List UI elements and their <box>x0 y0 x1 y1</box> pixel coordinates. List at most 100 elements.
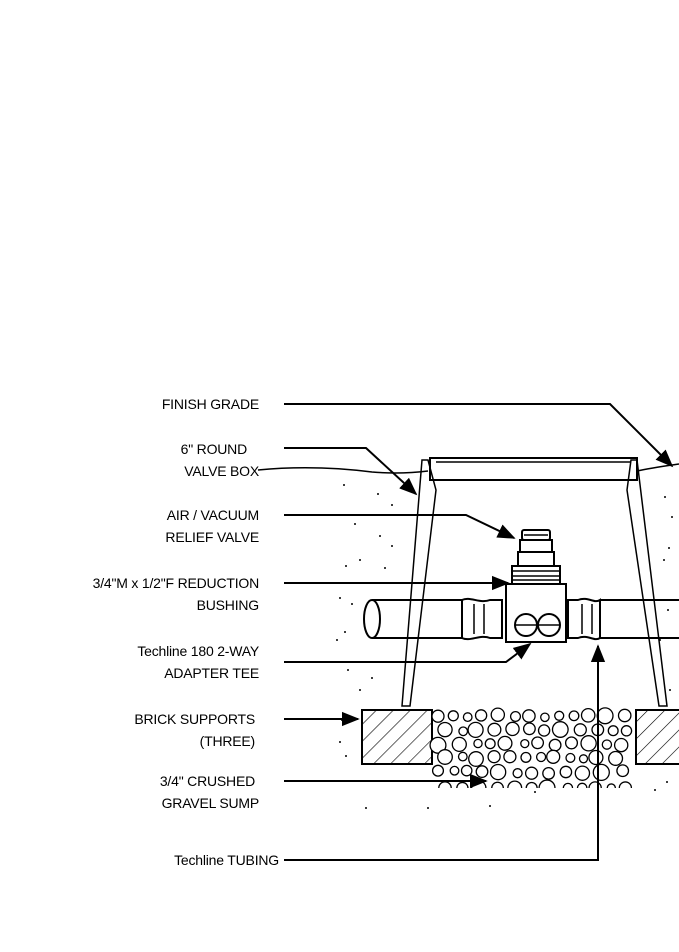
gravel-stone <box>592 763 610 782</box>
label-brick-line1: BRICK SUPPORTS <box>134 711 255 727</box>
gravel-stone <box>468 751 484 767</box>
gravel-stone <box>484 738 496 750</box>
label-gravel-line2: GRAVEL SUMP <box>162 795 259 811</box>
adapter-tee <box>505 583 567 643</box>
gravel-stone <box>489 763 507 781</box>
gravel-stone <box>497 735 513 751</box>
gravel-stone <box>548 738 562 752</box>
gravel-stone <box>620 725 633 737</box>
air-vacuum-relief-valve <box>517 529 555 567</box>
gravel-stone <box>618 781 633 789</box>
gravel-stone <box>438 781 452 789</box>
gravel-stone <box>617 708 632 723</box>
gravel-stone <box>505 721 520 737</box>
gravel-stone <box>474 709 488 722</box>
gravel-stone <box>568 710 580 722</box>
gravel-stone <box>606 783 617 789</box>
leader-tee <box>284 642 532 663</box>
techline-tubing <box>363 597 679 641</box>
gravel-stone <box>565 752 576 763</box>
label-tubing: Techline TUBING <box>174 852 279 868</box>
gravel-stone <box>487 722 502 737</box>
label-gravel-line1: 3/4" CRUSHED <box>160 773 255 789</box>
gravel-stone <box>540 712 550 723</box>
leader-relief-valve <box>284 514 516 539</box>
leader-lines <box>284 403 674 861</box>
leader-valve-box <box>284 447 418 496</box>
finish-grade-line <box>257 467 429 474</box>
label-brick-line2: (THREE) <box>200 733 255 749</box>
leader-tubing <box>284 644 606 861</box>
gravel-stone <box>490 707 506 722</box>
gravel-stone <box>456 781 469 789</box>
gravel-stone <box>564 736 579 750</box>
gravel-stone <box>613 737 629 753</box>
valve-box <box>401 457 668 707</box>
gravel-stone <box>578 754 589 764</box>
gravel-stone <box>524 766 539 780</box>
label-valve-box-line2: VALVE BOX <box>184 463 260 479</box>
gravel-stone <box>431 709 445 723</box>
gravel-stone <box>458 726 469 737</box>
gravel-stone <box>542 766 556 780</box>
gravel-stone <box>467 721 484 739</box>
gravel-stone <box>576 782 588 789</box>
gravel-stone <box>551 721 569 738</box>
label-bushing-line2: BUSHING <box>197 597 259 613</box>
gravel-stone <box>437 749 453 765</box>
gravel-stone <box>520 738 530 749</box>
gravel-stone <box>512 768 523 779</box>
gravel-stone <box>520 751 532 763</box>
gravel-stone <box>437 721 453 738</box>
gravel-stone <box>535 751 547 763</box>
reduction-bushing <box>511 565 561 585</box>
gravel-stone <box>554 710 565 721</box>
gravel-stone <box>457 751 468 762</box>
gravel-stone <box>522 722 536 736</box>
gravel-stone <box>601 739 613 750</box>
label-tee-line2: ADAPTER TEE <box>164 665 259 681</box>
gravel-stone <box>546 749 561 764</box>
gravel-stone <box>460 764 473 777</box>
gravel-stone <box>487 750 501 764</box>
gravel-stone <box>580 735 597 752</box>
label-tee-line1: Techline 180 2-WAY <box>137 643 260 659</box>
leader-finish-grade <box>284 403 674 468</box>
gravel-stone <box>596 707 614 725</box>
gravel-stone <box>507 780 523 789</box>
gravel-stone <box>475 765 489 779</box>
gravel-stone <box>491 781 504 789</box>
gravel-stone <box>574 765 591 781</box>
gravel-stone <box>607 725 619 737</box>
callout-labels: FINISH GRADE 6" ROUND VALVE BOX AIR / VA… <box>93 396 280 868</box>
gravel-sump <box>429 707 633 789</box>
gravel-stone <box>431 764 445 777</box>
gravel-stone <box>447 710 459 722</box>
brick-support-right <box>635 709 679 765</box>
gravel-stone <box>503 750 517 764</box>
label-finish-grade: FINISH GRADE <box>162 396 259 412</box>
gravel-stone <box>509 710 522 723</box>
gravel-stone <box>462 712 473 723</box>
gravel-stone <box>588 781 602 789</box>
gravel-stone <box>562 782 574 789</box>
finish-grade-line-right <box>636 463 679 472</box>
label-bushing-line1: 3/4"M x 1/2"F REDUCTION <box>93 575 259 591</box>
gravel-stone <box>429 736 447 754</box>
gravel-stone <box>608 750 624 766</box>
gravel-stone <box>588 749 604 766</box>
gravel-stone <box>531 736 545 750</box>
gravel-stone <box>580 707 596 723</box>
gravel-stone <box>559 765 573 779</box>
gravel-stone <box>473 738 483 749</box>
gravel-stone <box>537 724 551 737</box>
gravel-stone <box>616 764 630 778</box>
gravel-stone <box>573 723 587 737</box>
label-valve-box-line1: 6" ROUND <box>181 441 247 457</box>
label-relief-valve-line2: RELIEF VALVE <box>165 529 259 545</box>
valve-box-right-wall <box>626 459 668 707</box>
valve-box-left-wall <box>401 459 437 707</box>
label-relief-valve-line1: AIR / VACUUM <box>167 507 259 523</box>
gravel-stone <box>538 779 556 789</box>
